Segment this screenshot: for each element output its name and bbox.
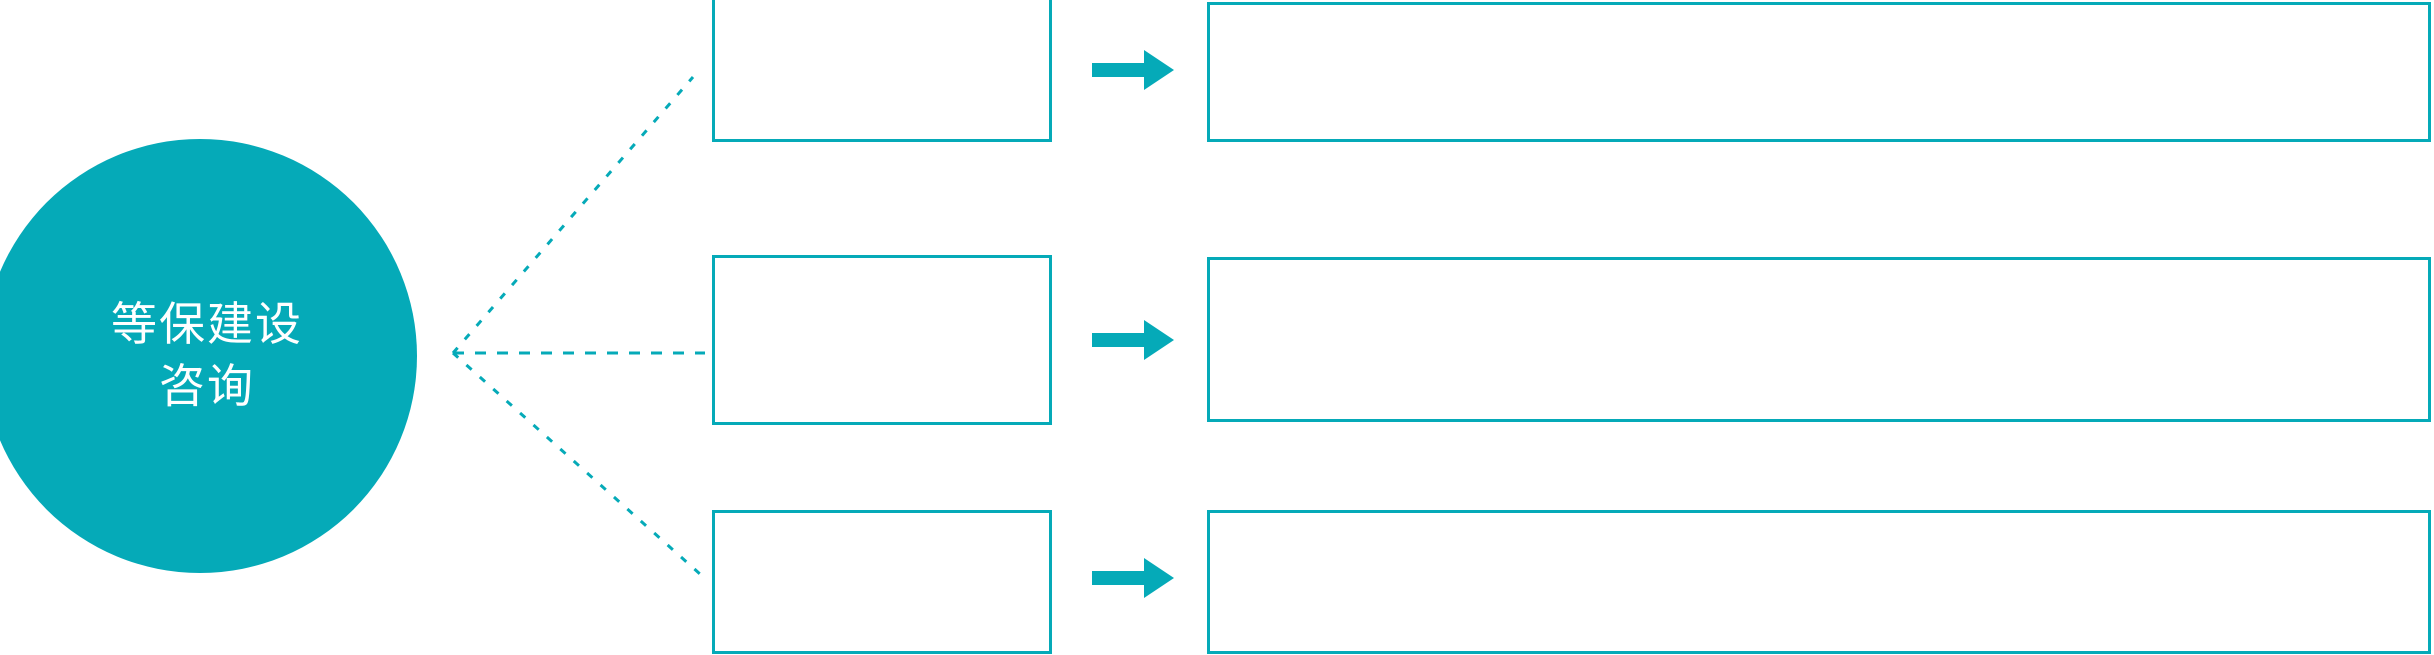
diagram-row-2 — [0, 252, 2434, 428]
detail-box-2[interactable] — [1207, 257, 2431, 422]
stage-box-1[interactable] — [712, 0, 1052, 142]
stage-box-3[interactable] — [712, 510, 1052, 654]
detail-box-3[interactable] — [1207, 510, 2431, 654]
arrow-right-icon-3 — [1092, 558, 1174, 598]
detail-box-1[interactable] — [1207, 2, 2431, 142]
diagram-row-1 — [0, 0, 2434, 146]
arrow-right-icon-2 — [1092, 320, 1174, 360]
diagram-row-3 — [0, 508, 2434, 655]
hub-circle[interactable]: 等保建设 咨询 — [0, 139, 417, 573]
arrow-right-icon-1 — [1092, 50, 1174, 90]
hub-label: 等保建设 咨询 — [111, 298, 303, 412]
stage-box-2[interactable] — [712, 255, 1052, 425]
